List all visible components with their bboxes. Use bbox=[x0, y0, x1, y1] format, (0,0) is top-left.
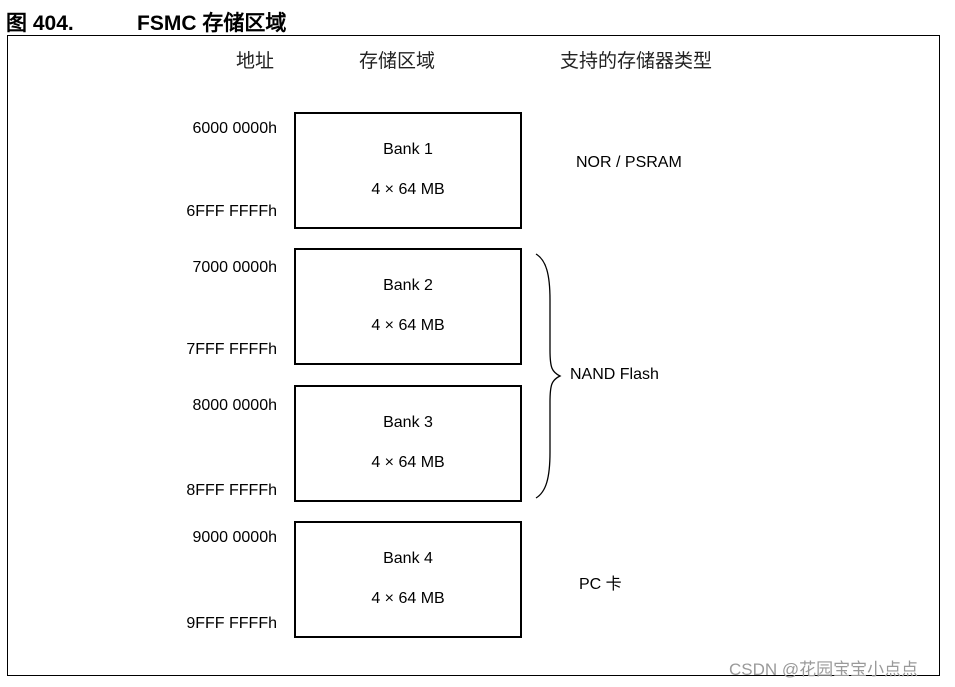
bank-4-name: Bank 4 bbox=[383, 550, 433, 567]
bank-4-size: 4 × 64 MB bbox=[371, 590, 445, 607]
bank-4-box: Bank 4 4 × 64 MB bbox=[294, 521, 522, 638]
figure-title: FSMC 存储区域 bbox=[137, 12, 287, 35]
bank2-end-address: 7FFF FFFFh bbox=[186, 341, 277, 358]
diagram-frame bbox=[7, 35, 940, 676]
bank-1-size: 4 × 64 MB bbox=[371, 181, 445, 198]
bank-3-size: 4 × 64 MB bbox=[371, 454, 445, 471]
bank-2-name: Bank 2 bbox=[383, 277, 433, 294]
curly-brace bbox=[535, 253, 562, 499]
header-memory-types: 支持的存储器类型 bbox=[560, 50, 713, 72]
bank1-end-address: 6FFF FFFFh bbox=[186, 203, 277, 220]
bank-3-name: Bank 3 bbox=[383, 414, 433, 431]
bank-1-box: Bank 1 4 × 64 MB bbox=[294, 112, 522, 229]
bank3-end-address: 8FFF FFFFh bbox=[186, 482, 277, 499]
bank-1-name: Bank 1 bbox=[383, 141, 433, 158]
bank4-end-address: 9FFF FFFFh bbox=[186, 615, 277, 632]
header-region: 存储区域 bbox=[359, 50, 436, 72]
memory-type-pc-card: PC 卡 bbox=[579, 576, 622, 593]
bank-3-box: Bank 3 4 × 64 MB bbox=[294, 385, 522, 502]
bank-2-size: 4 × 64 MB bbox=[371, 317, 445, 334]
bank-2-box: Bank 2 4 × 64 MB bbox=[294, 248, 522, 365]
bank1-start-address: 6000 0000h bbox=[192, 120, 277, 137]
memory-type-nor-psram: NOR / PSRAM bbox=[576, 154, 682, 171]
watermark: CSDN @花园宝宝小点点 bbox=[729, 660, 919, 679]
figure-number: 图 404. bbox=[6, 12, 74, 35]
header-address: 地址 bbox=[236, 50, 275, 72]
memory-type-nand-flash: NAND Flash bbox=[570, 366, 659, 383]
bank3-start-address: 8000 0000h bbox=[192, 397, 277, 414]
bank4-start-address: 9000 0000h bbox=[192, 529, 277, 546]
bank2-start-address: 7000 0000h bbox=[192, 259, 277, 276]
